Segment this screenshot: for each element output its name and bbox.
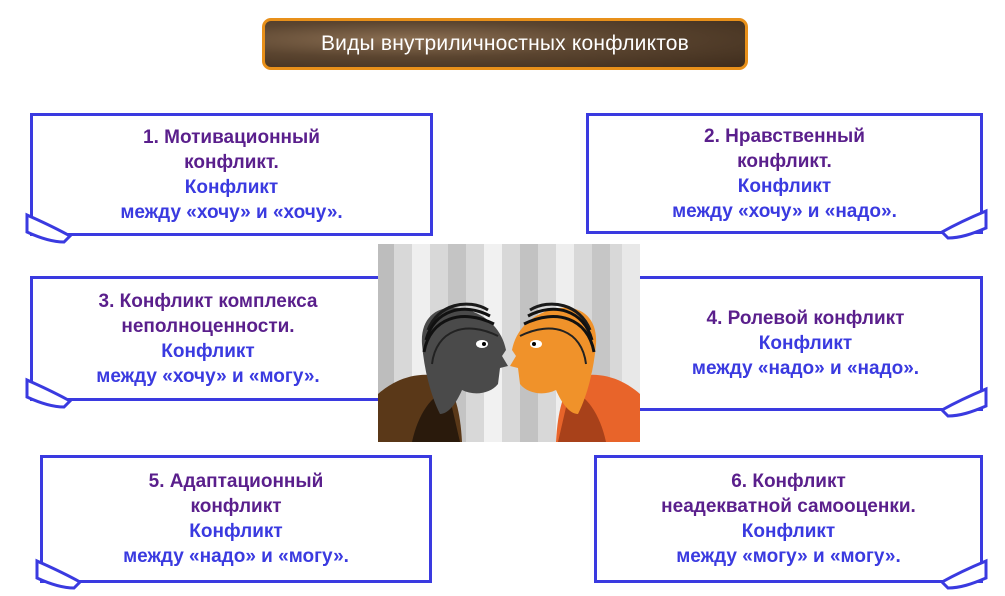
card-heading-line: конфликт [190,496,282,517]
page-curl-icon [35,558,83,590]
slide-title: Виды внутриличностных конфликтов [320,32,690,55]
card-subtitle-line: Конфликт [161,340,255,362]
card-heading-line: конфликт. [184,151,279,173]
card-subtitle-line: между «могу» и «могу». [676,546,901,567]
conflict-card-role: 4. Ролевой конфликт Конфликт между «надо… [628,276,983,411]
conflict-card-motivational: 1. Мотивационный конфликт. Конфликт межд… [30,113,433,236]
card-subtitle-line: Конфликт [741,521,836,542]
two-heads-confronting-icon [378,244,640,442]
card-subtitle-line: между «хочу» и «могу». [96,365,320,387]
card-heading-line: конфликт. [737,150,832,172]
card-subtitle-line: между «надо» и «надо». [691,358,920,379]
card-heading-line: 1. Мотивационный [143,126,320,148]
conflict-card-adaptational: 5. Адаптационный конфликт Конфликт между… [40,455,432,583]
page-curl-icon [939,558,988,590]
card-subtitle-line: между «хочу» и «хочу». [120,201,343,223]
card-heading-line: неполноценности. [121,315,295,337]
card-heading-line: 6. Конфликт [731,471,846,492]
card-subtitle-line: Конфликт [184,176,279,198]
card-heading-line: 3. Конфликт комплекса [98,290,318,312]
page-curl-icon [25,377,73,409]
page-curl-icon [25,212,73,244]
page-curl-icon [939,208,988,240]
card-subtitle-line: между «надо» и «могу». [123,546,349,567]
conflict-card-moral: 2. Нравственный конфликт. Конфликт между… [586,113,983,234]
card-heading-line: 5. Адаптационный [148,471,324,492]
card-heading-line: неадекватной самооценки. [661,496,916,517]
illustration-panel [378,244,640,442]
card-subtitle-line: Конфликт [758,333,853,354]
card-subtitle-line: Конфликт [737,175,832,197]
card-subtitle-line: Конфликт [189,521,283,542]
slide-title-bar: Виды внутриличностных конфликтов [262,18,748,70]
card-heading-line: 4. Ролевой конфликт [706,308,905,329]
conflict-card-inferiority: 3. Конфликт комплекса неполноценности. К… [30,276,386,401]
card-heading-line: 2. Нравственный [704,125,865,147]
page-curl-icon [939,386,988,418]
conflict-card-self-esteem: 6. Конфликт неадекватной самооценки. Кон… [594,455,983,583]
card-subtitle-line: между «хочу» и «надо». [672,200,897,222]
